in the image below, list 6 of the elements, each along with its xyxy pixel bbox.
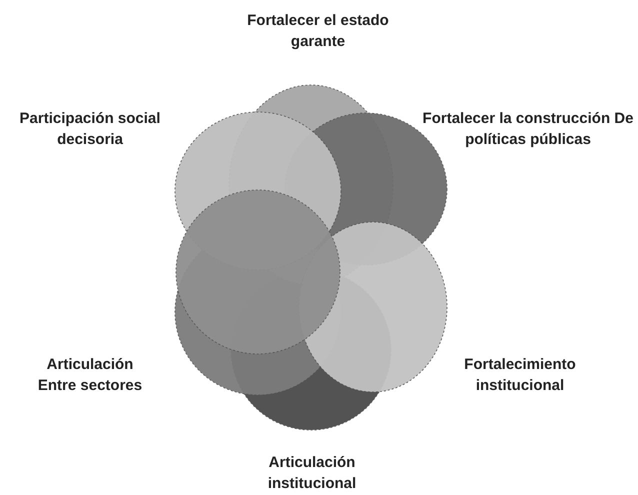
ellipse-label: Fortalecer la construcción De políticas públicas — [422, 109, 634, 150]
ellipse-label: Articulación institucional — [266, 453, 358, 494]
ellipse-label: Fortalecer el estado garante — [246, 11, 390, 52]
ellipse-label: Articulación Entre sectores — [36, 355, 144, 396]
ellipse-label: Fortalecimiento institucional — [463, 355, 577, 396]
ellipse-label: Participación social decisoria — [18, 109, 162, 150]
